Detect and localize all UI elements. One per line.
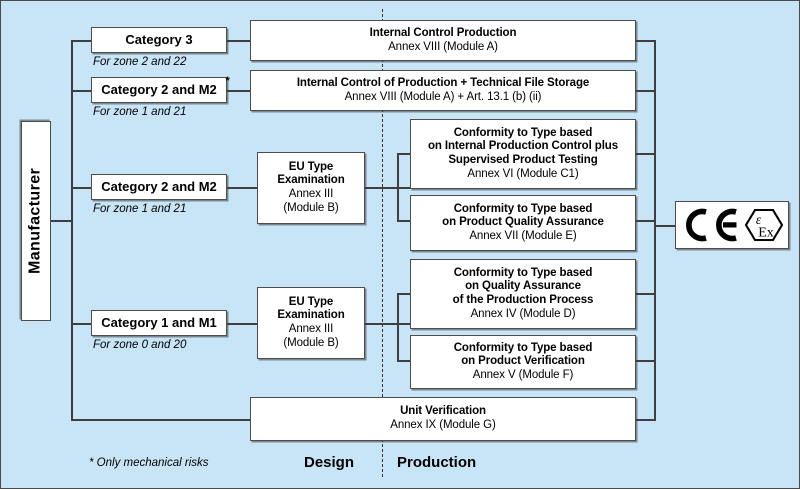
production-box-internal-control-production[interactable]: Internal Control Production Annex VIII (…	[250, 20, 636, 61]
connector-trunk-to-category-1	[71, 323, 92, 325]
category-label: Category 2 and M2	[101, 179, 217, 194]
module-line: Annex V (Module F)	[472, 368, 574, 381]
module-line: Examination	[277, 309, 345, 322]
category-box-category-2-m2-star[interactable]: Category 2 and M2 *	[91, 75, 230, 103]
design-production-divider	[382, 9, 383, 477]
eu-type-examination-box-1[interactable]: EU Type Examination Annex III (Module B)	[257, 152, 365, 224]
footnote-mechanical-risks: * Only mechanical risks	[89, 457, 209, 469]
manufacturer-box[interactable]: Manufacturer	[21, 121, 51, 321]
module-line: Annex VII (Module E)	[469, 229, 577, 242]
category-box-category-1-m1[interactable]: Category 1 and M1	[91, 310, 227, 336]
module-line: on Product Quality Assurance	[442, 216, 604, 229]
ce-ex-marking-box[interactable]: ε Ex	[675, 201, 789, 249]
module-line: (Module B)	[283, 336, 339, 349]
connector-category-3-to-module-a	[227, 40, 251, 42]
connector-trunk-to-category-2-star	[71, 90, 92, 92]
module-line: Annex III	[288, 323, 334, 335]
zone-note-category-2-m2-star: For zone 1 and 21	[93, 106, 187, 118]
asterisk-marker: *	[225, 75, 230, 88]
category-text: Category 2 and M2	[101, 179, 217, 195]
category-text: Category 2 and M2	[101, 82, 217, 98]
module-line: on Product Verification	[461, 355, 585, 368]
module-line: Annex VIII (Module A) + Art. 13.1 (b) (i…	[344, 90, 542, 103]
connector-to-module-c1	[397, 153, 411, 155]
module-line: EU Type	[288, 295, 334, 308]
connector-module-e-to-trunk	[635, 220, 656, 222]
production-box-conformity-module-f[interactable]: Conformity to Type based on Product Veri…	[410, 335, 636, 389]
connector-module-a-plus-to-trunk	[635, 90, 656, 92]
module-line: on Quality Assurance	[465, 280, 581, 293]
fan-line-eu-type-2	[397, 293, 399, 361]
module-line: (Module B)	[283, 201, 339, 214]
fan-line-eu-type-1	[397, 153, 399, 221]
module-line: on Internal Production Control plus	[427, 140, 619, 153]
module-line: of the Production Process	[452, 294, 594, 306]
module-line: Unit Verification	[400, 405, 486, 418]
module-line: EU Type	[288, 160, 334, 173]
module-line: Conformity to Type based	[453, 202, 593, 215]
connector-eu-type-2-out	[365, 323, 410, 325]
connector-category-2-to-eu-type-1	[227, 187, 257, 189]
production-box-conformity-module-d[interactable]: Conformity to Type based on Quality Assu…	[410, 259, 636, 329]
production-column-label: Production	[397, 454, 477, 471]
zone-note-category-1-m1: For zone 0 and 20	[93, 339, 187, 351]
left-trunk-line	[71, 40, 73, 420]
module-line: Annex VI (Module C1)	[467, 167, 579, 180]
connector-category-1-to-eu-type-2	[227, 323, 257, 325]
module-line: Conformity to Type based	[453, 266, 593, 279]
connector-trunk-to-ce-mark	[654, 225, 676, 227]
connector-trunk-to-category-3	[71, 40, 92, 42]
category-text: Category 1 and M1	[101, 315, 217, 331]
module-line: Annex III	[288, 188, 334, 200]
category-box-category-2-m2[interactable]: Category 2 and M2	[91, 174, 227, 200]
category-label: Category 1 and M1	[101, 315, 217, 330]
connector-trunk-to-category-2	[71, 187, 92, 189]
connector-to-module-d	[397, 293, 411, 295]
connector-module-a-to-trunk	[635, 40, 656, 42]
module-line: Conformity to Type based	[453, 126, 593, 139]
zone-note-category-2-m2: For zone 1 and 21	[93, 203, 187, 215]
production-box-conformity-module-e[interactable]: Conformity to Type based on Product Qual…	[410, 195, 636, 251]
module-line: Examination	[277, 174, 345, 187]
production-box-internal-control-technical-file[interactable]: Internal Control of Production + Technic…	[250, 70, 636, 111]
module-line: Annex IX (Module G)	[390, 419, 496, 431]
connector-eu-type-1-out	[365, 187, 410, 189]
connector-to-module-e	[397, 220, 411, 222]
design-column-label: Design	[304, 454, 355, 471]
manufacturer-connector	[50, 220, 73, 222]
manufacturer-label: Manufacturer	[26, 167, 44, 275]
eu-type-examination-box-2[interactable]: EU Type Examination Annex III (Module B)	[257, 287, 365, 359]
connector-module-f-to-trunk	[635, 360, 656, 362]
category-label: Category 2 and M2 *	[101, 75, 230, 98]
production-box-conformity-module-c1[interactable]: Conformity to Type based on Internal Pro…	[410, 119, 636, 189]
module-line: Annex IV (Module D)	[470, 307, 576, 320]
category-label: Category 3	[125, 32, 192, 47]
category-text: Category 3	[125, 32, 193, 48]
category-box-category-3[interactable]: Category 3	[91, 27, 227, 53]
ex-epsilon-text: ε	[756, 212, 762, 227]
connector-to-module-f	[397, 360, 411, 362]
ce-ex-marking-icon: ε Ex	[686, 208, 784, 242]
connector-unit-verification-to-trunk	[635, 419, 656, 421]
module-line: Supervised Product Testing	[448, 154, 598, 166]
connector-module-d-to-trunk	[635, 293, 656, 295]
module-line: Annex VIII (Module A)	[388, 40, 498, 53]
module-line: Internal Control Production	[369, 26, 517, 39]
right-trunk-line	[654, 40, 656, 420]
ex-text: Ex	[758, 226, 774, 241]
production-box-unit-verification[interactable]: Unit Verification Annex IX (Module G)	[250, 397, 636, 441]
connector-module-c1-to-trunk	[635, 153, 656, 155]
connector-category-2-star-to-module-a-plus	[227, 90, 251, 92]
zone-note-category-3: For zone 2 and 22	[93, 56, 187, 68]
connector-trunk-to-unit-verification	[71, 419, 251, 421]
module-line: Internal Control of Production + Technic…	[296, 76, 590, 89]
module-line: Conformity to Type based	[453, 341, 593, 354]
